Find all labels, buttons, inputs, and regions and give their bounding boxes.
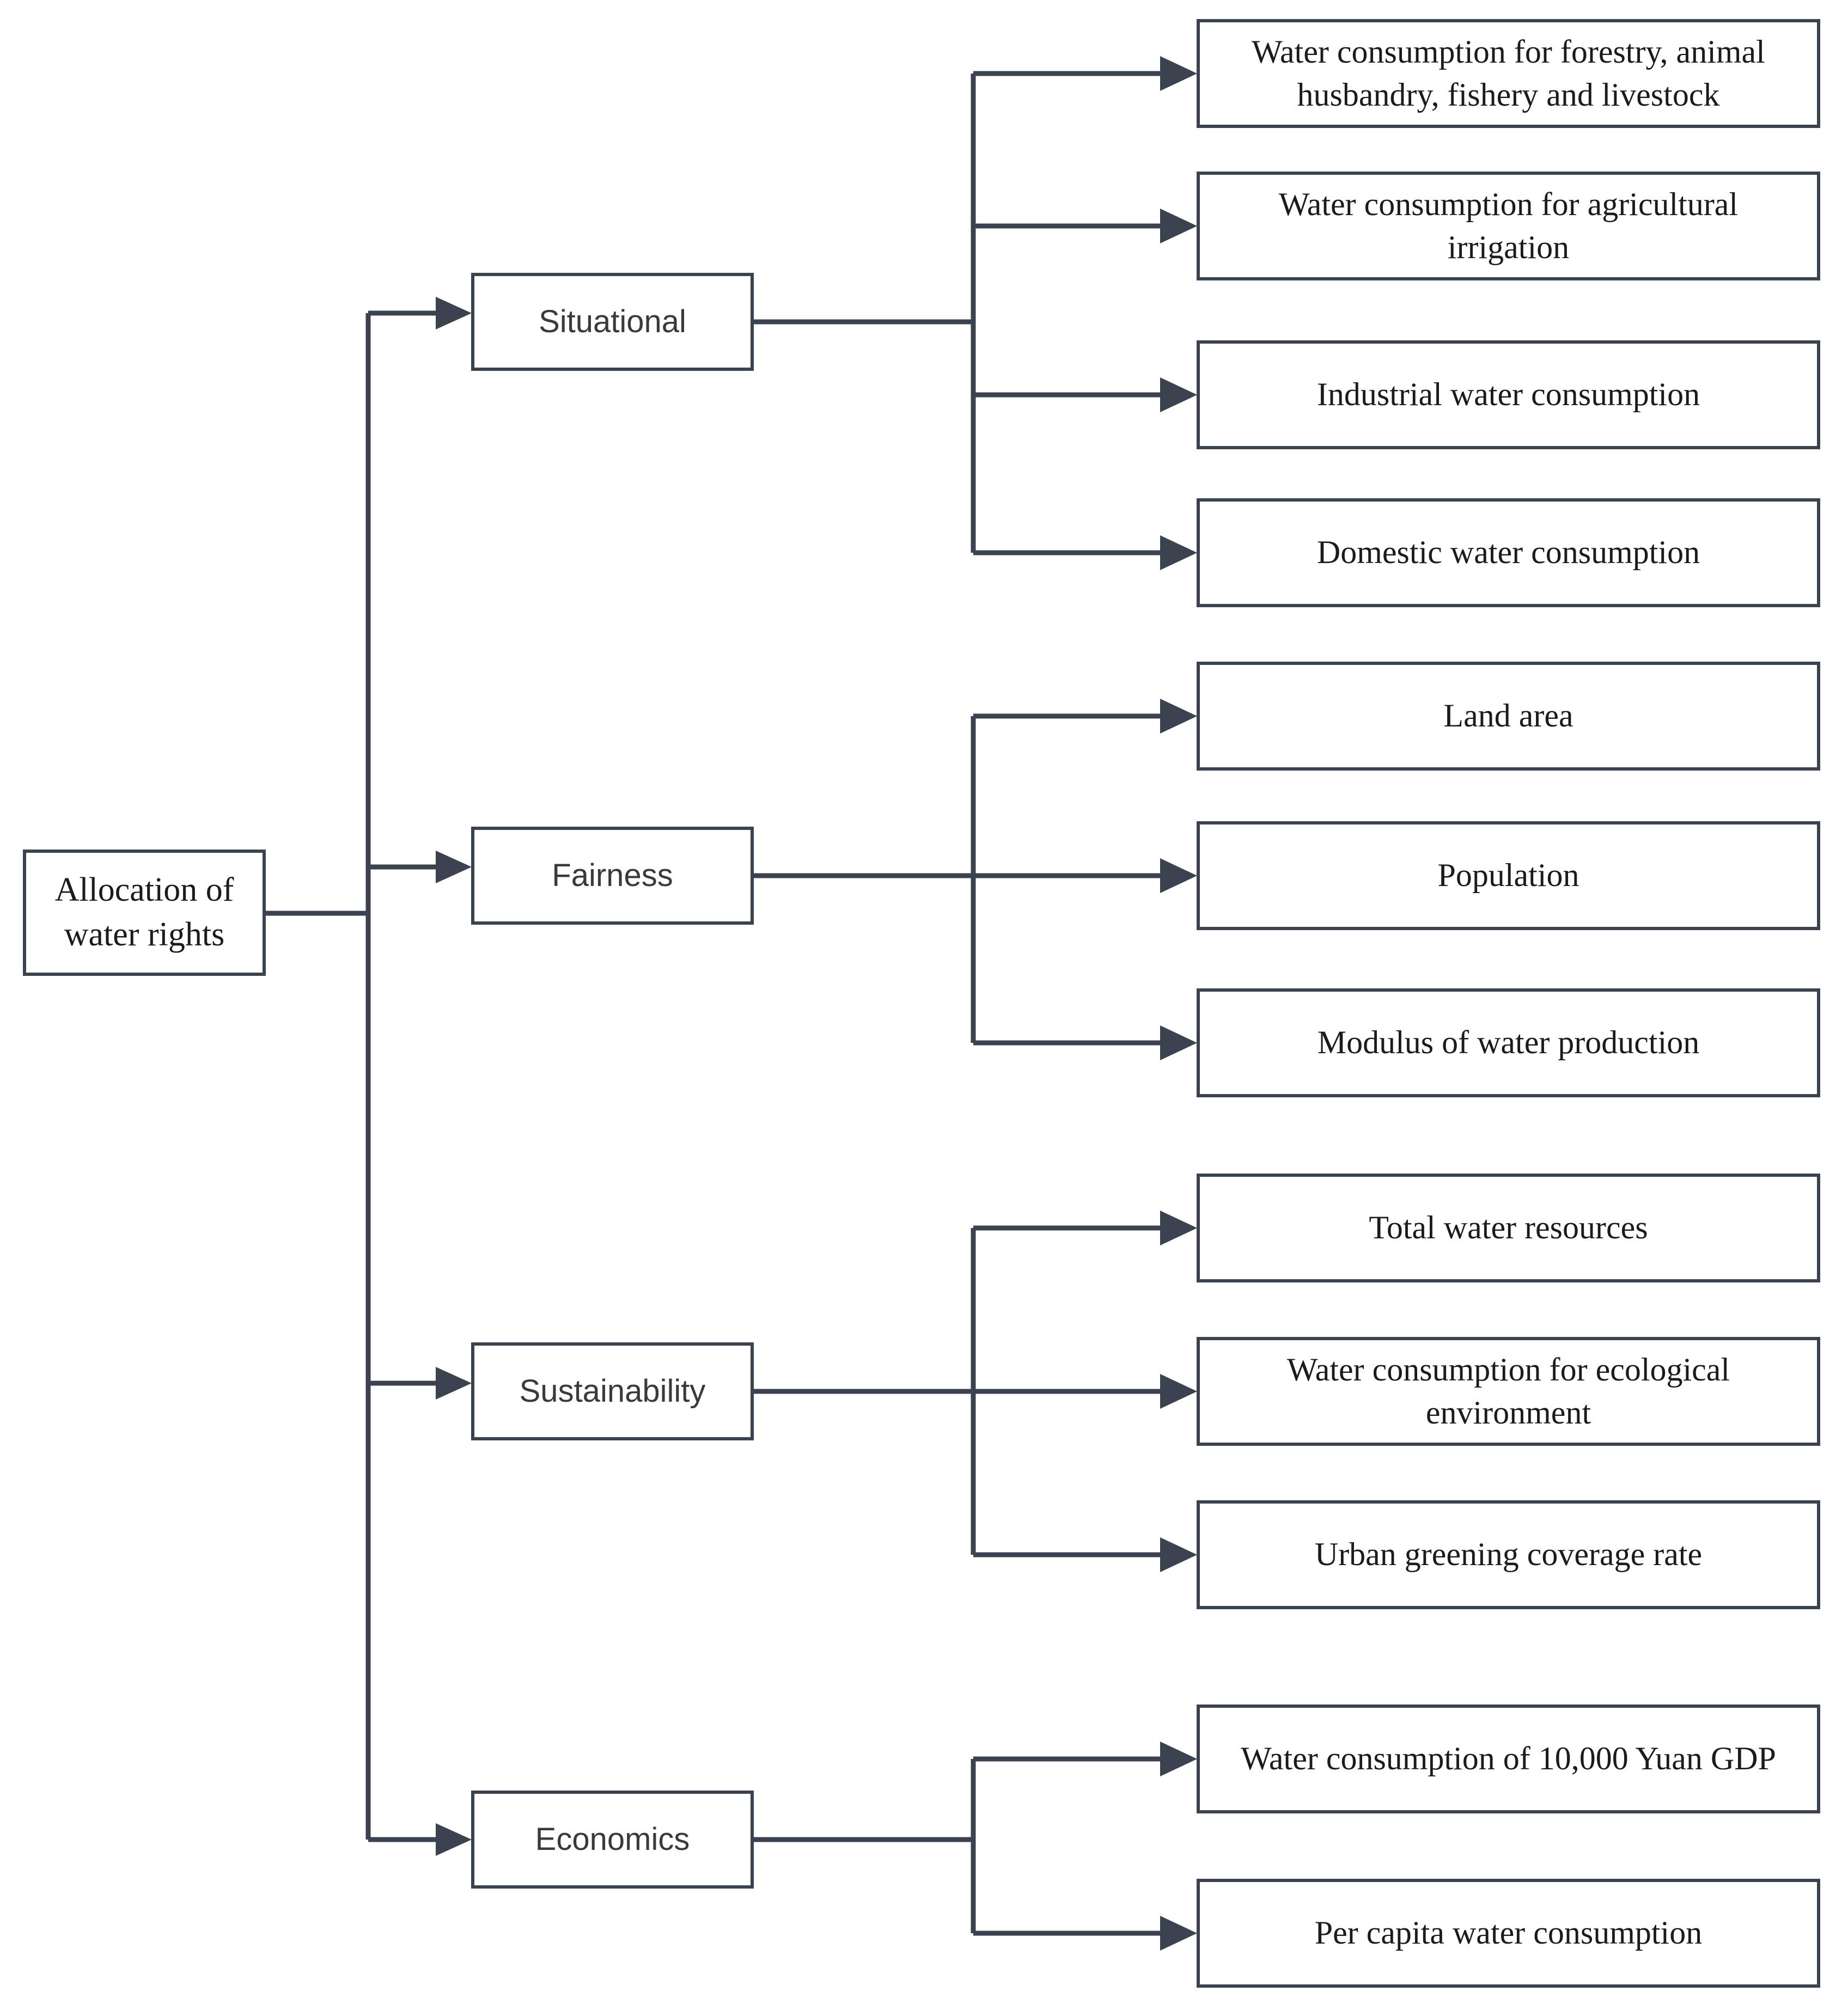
node-category-sustainability[interactable]: Sustainability [471,1342,754,1440]
node-indicator-label: Water consumption of 10,000 Yuan GDP [1241,1740,1776,1777]
node-indicator-land-area[interactable]: Land area [1197,662,1820,771]
node-allocation-of-water-rights[interactable]: Allocation of water rights [23,850,266,976]
arrowhead-fairness-leaf-3 [1160,1025,1197,1060]
node-indicator-forestry-animal-husbandry[interactable]: Water consumption for forestry, animal h… [1197,19,1820,128]
arrowhead-economics-leaf-2 [1160,1916,1197,1951]
node-indicator-urban-greening-coverage[interactable]: Urban greening coverage rate [1197,1500,1820,1609]
node-category-sustainability-label: Sustainability [519,1373,706,1409]
node-indicator-label: Per capita water consumption [1314,1915,1703,1951]
node-indicator-population[interactable]: Population [1197,821,1820,930]
arrowhead-sustainability-leaf-1 [1160,1211,1197,1245]
node-indicator-label: Urban greening coverage rate [1314,1536,1703,1573]
node-indicator-label: Water consumption for forestry, animal h… [1252,33,1765,113]
arrowhead-situational-leaf-3 [1160,377,1197,412]
arrowhead-sustainability-leaf-2 [1160,1374,1197,1409]
node-indicator-water-per-10000-yuan-gdp[interactable]: Water consumption of 10,000 Yuan GDP [1197,1705,1820,1813]
node-indicator-agricultural-irrigation[interactable]: Water consumption for agricultural irrig… [1197,172,1820,280]
arrowhead-economics-leaf-1 [1160,1742,1197,1776]
node-category-fairness[interactable]: Fairness [471,827,754,925]
node-indicator-label: Land area [1443,698,1573,734]
node-indicator-modulus-water-production[interactable]: Modulus of water production [1197,988,1820,1097]
arrowhead-situational-leaf-1 [1160,56,1197,91]
node-category-economics[interactable]: Economics [471,1791,754,1889]
node-category-economics-label: Economics [535,1821,690,1857]
node-indicator-label: Total water resources [1369,1209,1648,1246]
node-indicator-industrial-water[interactable]: Industrial water consumption [1197,340,1820,449]
node-indicator-label: Industrial water consumption [1316,376,1700,413]
node-indicator-domestic-water[interactable]: Domestic water consumption [1197,498,1820,607]
node-indicator-label: Population [1437,857,1579,894]
node-indicator-label: Water consumption for agricultural irrig… [1278,186,1739,265]
node-category-fairness-label: Fairness [552,857,673,893]
arrowhead-sustainability [436,1367,472,1400]
arrowhead-fairness-leaf-1 [1160,699,1197,734]
arrowhead-fairness-leaf-2 [1160,858,1197,893]
node-indicator-total-water-resources[interactable]: Total water resources [1197,1174,1820,1282]
arrowhead-situational-leaf-4 [1160,535,1197,570]
arrowhead-economics [436,1823,472,1856]
node-indicator-ecological-environment[interactable]: Water consumption for ecological environ… [1197,1337,1820,1446]
node-category-situational-label: Situational [539,303,686,339]
node-root-label: Allocation of water rights [54,871,234,953]
node-indicator-label: Domestic water consumption [1316,534,1700,571]
arrowhead-situational-leaf-2 [1160,209,1197,243]
arrowhead-sustainability-leaf-3 [1160,1537,1197,1572]
arrowhead-situational [436,297,472,329]
node-indicator-label: Water consumption for ecological environ… [1286,1351,1730,1431]
node-category-situational[interactable]: Situational [471,273,754,371]
node-indicator-label: Modulus of water production [1317,1024,1700,1061]
node-indicator-per-capita-water[interactable]: Per capita water consumption [1197,1879,1820,1988]
arrowhead-fairness [436,851,472,883]
